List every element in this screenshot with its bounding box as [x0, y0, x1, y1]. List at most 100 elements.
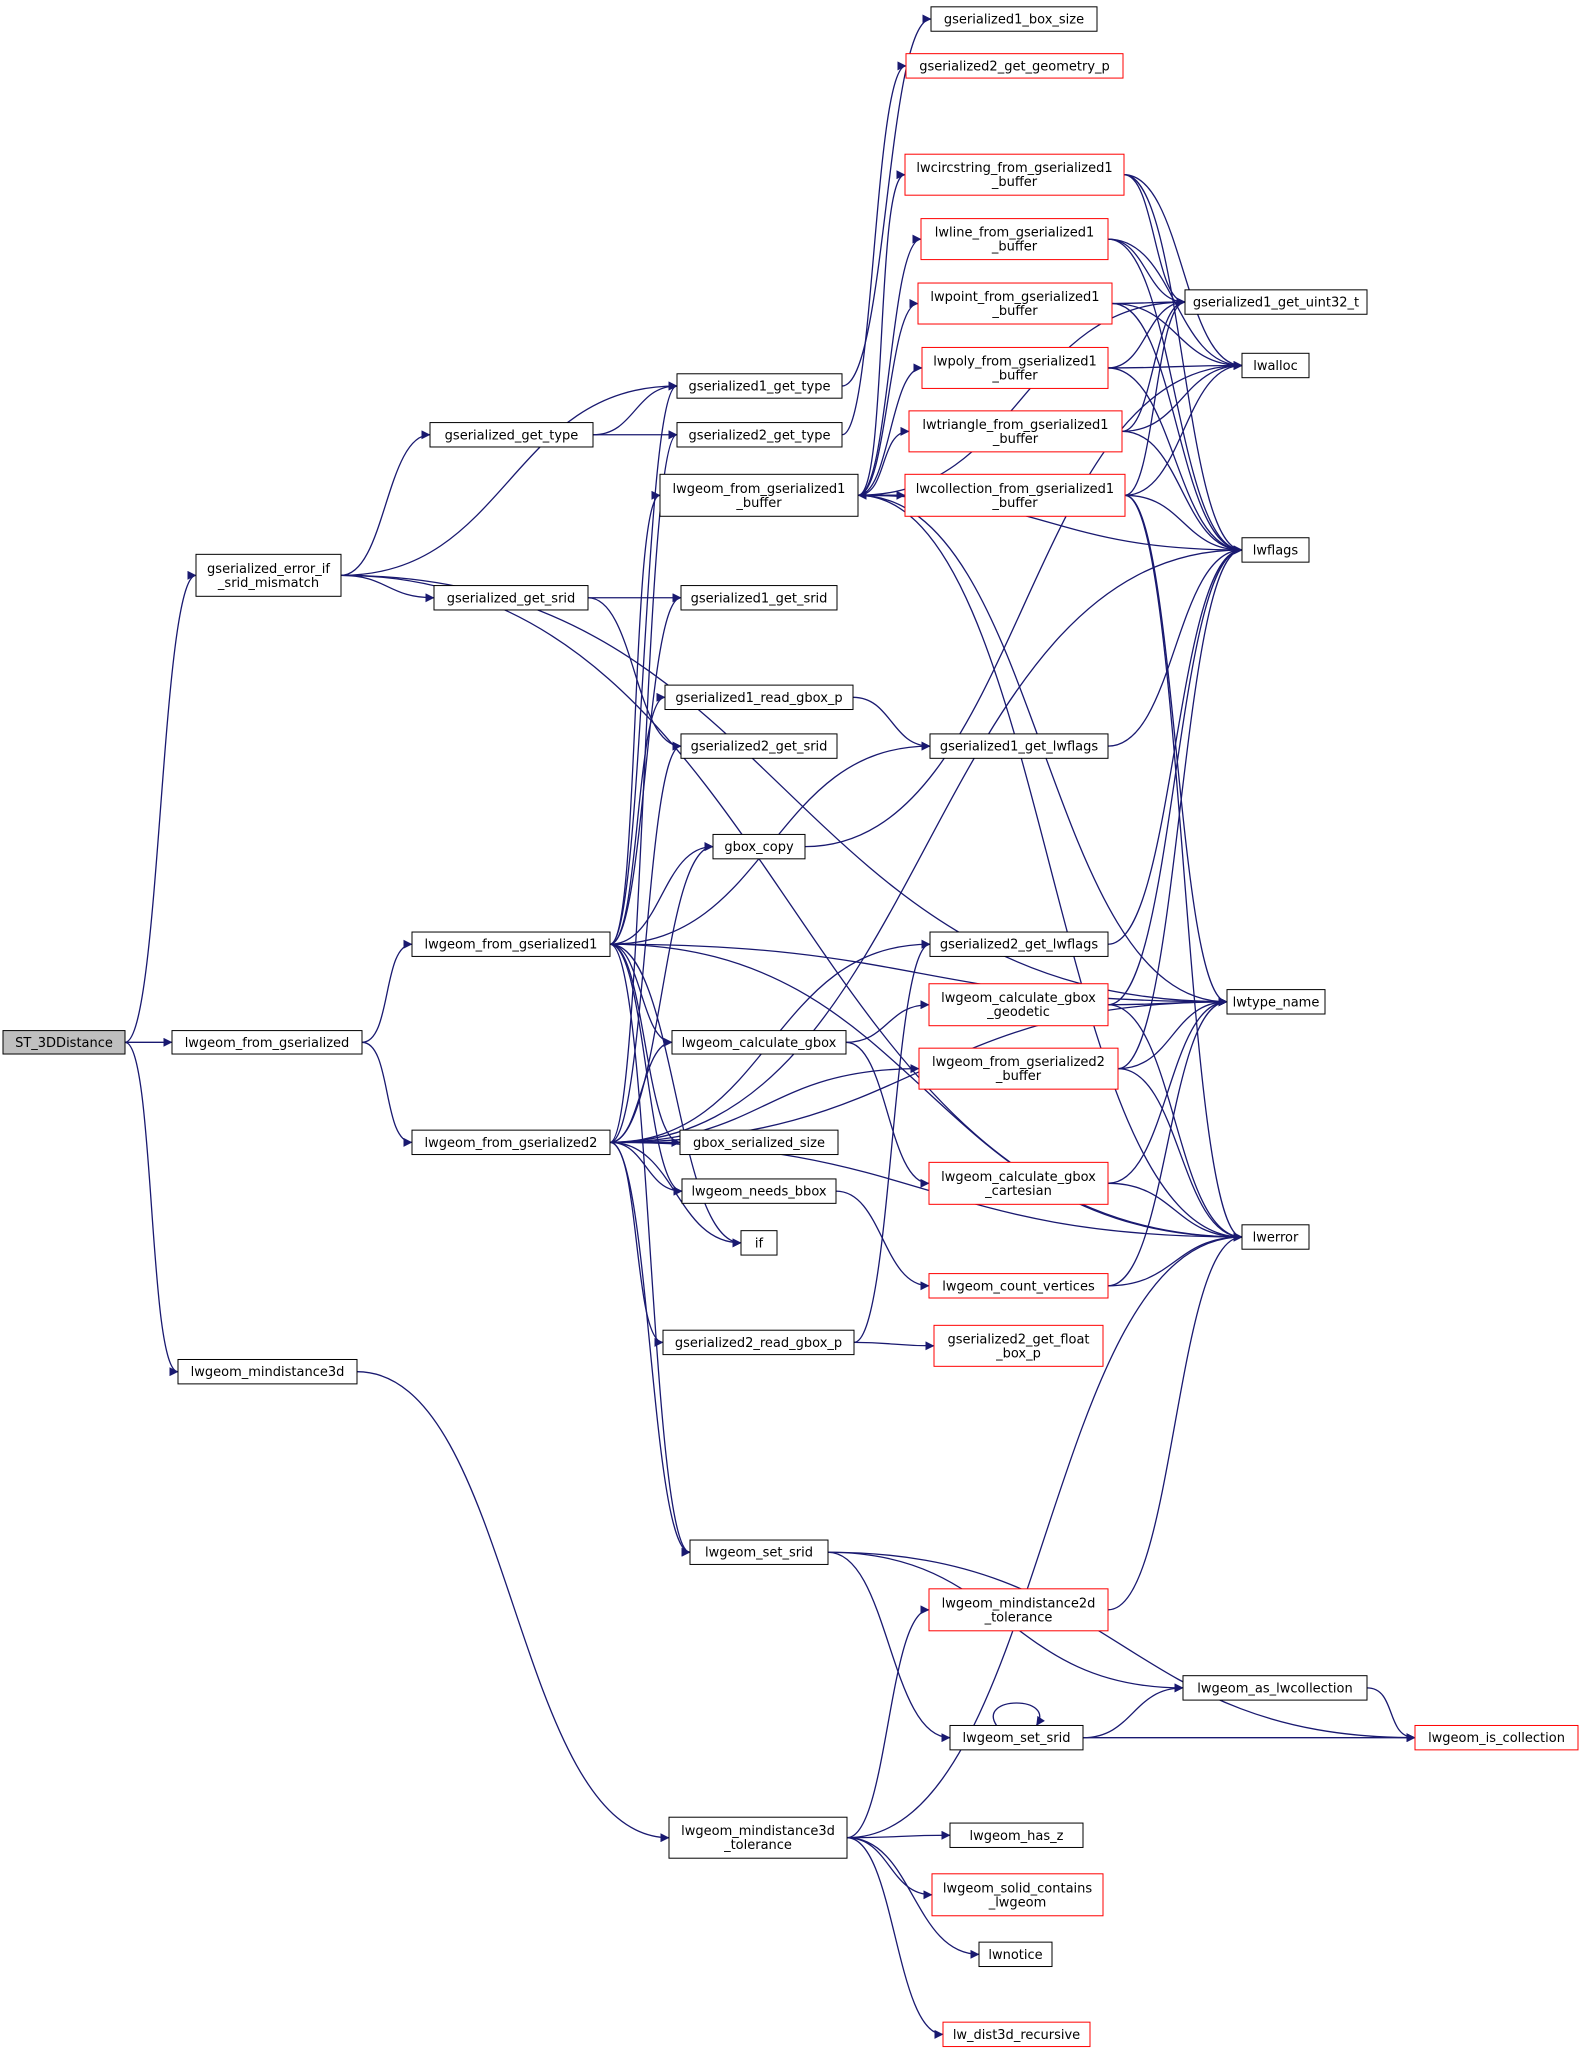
node-lwgeom_has_z[interactable]: lwgeom_has_z — [949, 1822, 1084, 1848]
node-label: _buffer — [991, 304, 1038, 319]
node-label: _cartesian — [984, 1184, 1052, 1199]
edge-lwgeom_mindistance3d_tolerance-to-lwnotice — [846, 1837, 980, 1959]
node-label: _buffer — [991, 368, 1038, 383]
node-label: lwgeom_calculate_gbox — [941, 991, 1096, 1006]
node-gserialized2_read_gbox_p[interactable]: gserialized2_read_gbox_p — [662, 1329, 855, 1356]
node-label: gserialized1_get_lwflags — [940, 740, 1099, 755]
node-lwnotice[interactable]: lwnotice — [978, 1941, 1053, 1968]
node-lwtriangle_from_gserialized1_buffer[interactable]: lwtriangle_from_gserialized1_buffer — [908, 410, 1123, 453]
node-lwgeom_calculate_gbox_cartesian[interactable]: lwgeom_calculate_gbox_cartesian — [928, 1161, 1109, 1205]
node-lwgeom_count_vertices[interactable]: lwgeom_count_vertices — [928, 1273, 1109, 1299]
edge-lwpoly_from_gserialized1_buffer-to-gserialized1_get_uint32_t — [1107, 297, 1186, 369]
node-label: lwgeom_calculate_gbox — [682, 1036, 837, 1051]
edge-gserialized1_read_gbox_p-to-gserialized1_get_lwflags — [852, 696, 931, 751]
node-gserialized1_get_uint32_t[interactable]: gserialized1_get_uint32_t — [1184, 289, 1368, 315]
node-box — [928, 983, 1109, 1027]
node-label: _buffer — [995, 1069, 1042, 1084]
edge-lwgeom_from_gserialized2-to-gserialized2_get_srid — [609, 741, 682, 1143]
edge-lwgeom_from_gserialized2-to-lwgeom_set_srid — [609, 1141, 691, 1557]
node-lwgeom_as_lwcollection[interactable]: lwgeom_as_lwcollection — [1182, 1675, 1368, 1701]
node-lwgeom_set_srid[interactable]: lwgeom_set_srid — [689, 1539, 829, 1565]
node-lwflags[interactable]: lwflags — [1241, 537, 1310, 563]
node-box — [928, 1161, 1109, 1205]
edge-lwgeom_calculate_gbox-to-lwgeom_calculate_gbox_cartesian — [845, 1041, 930, 1188]
node-lwerror[interactable]: lwerror — [1241, 1224, 1310, 1250]
node-label: lwgeom_from_gserialized1 — [673, 482, 846, 497]
node-label: if — [755, 1236, 764, 1251]
node-label: lwcircstring_from_gserialized1 — [916, 161, 1112, 176]
node-lwgeom_needs_bbox[interactable]: lwgeom_needs_bbox — [681, 1178, 837, 1204]
node-label: _lwgeom — [988, 1895, 1047, 1910]
edge-lwcollection_from_gserialized1_buffer-to-lwflags — [1124, 494, 1243, 555]
node-gserialized_error_if_srid_mismatch[interactable]: gserialized_error_if_srid_mismatch — [195, 553, 342, 597]
node-box — [659, 473, 859, 517]
node-lwgeom_set_srid_2[interactable]: lwgeom_set_srid — [949, 1724, 1084, 1751]
edge-lwgeom_from_gserialized1-to-lwgeom_from_gserialized1_buffer — [609, 490, 661, 945]
node-label: gserialized1_box_size — [944, 13, 1084, 28]
node-gserialized_get_srid[interactable]: gserialized_get_srid — [433, 585, 589, 611]
node-lwgeom_from_gserialized[interactable]: lwgeom_from_gserialized — [171, 1030, 363, 1055]
edge-lwgeom_set_srid-to-lwgeom_is_collection — [827, 1551, 1416, 1743]
edge-lwcircstring_from_gserialized1_buffer-to-gserialized1_get_uint32_t — [1123, 174, 1186, 307]
edge-lwcollection_from_gserialized1_buffer-to-lwalloc — [1124, 361, 1243, 496]
node-label: lwerror — [1253, 1231, 1299, 1246]
node-box — [1241, 1224, 1310, 1250]
edge-lwgeom_mindistance3d_tolerance-to-lwerror — [846, 1232, 1243, 1839]
edge-lwgeom_from_gserialized2-to-if — [609, 1141, 742, 1248]
node-gserialized2_get_type[interactable]: gserialized2_get_type — [676, 422, 843, 448]
node-lwgeom_from_gserialized1_buffer[interactable]: lwgeom_from_gserialized1_buffer — [659, 473, 859, 517]
node-gserialized1_box_size[interactable]: gserialized1_box_size — [930, 6, 1098, 32]
edge-lwgeom_mindistance3d_tolerance-to-lwgeom_solid_contains_lwgeom — [846, 1837, 933, 1900]
edge-lwgeom_from_gserialized1-to-gserialized1_read_gbox_p — [609, 692, 666, 945]
node-lwalloc[interactable]: lwalloc — [1241, 352, 1310, 379]
node-lwgeom_from_gserialized2[interactable]: lwgeom_from_gserialized2 — [411, 1129, 611, 1156]
node-lwgeom_from_gserialized2_buffer[interactable]: lwgeom_from_gserialized2_buffer — [918, 1047, 1119, 1090]
node-label: gserialized2_read_gbox_p — [675, 1336, 842, 1351]
node-label: gserialized2_get_type — [689, 428, 831, 443]
node-box — [949, 1724, 1084, 1751]
node-ST_3DDistance[interactable]: ST_3DDistance — [2, 1030, 126, 1055]
edge-lwcollection_from_gserialized1_buffer-to-lwerror — [1124, 494, 1243, 1242]
node-lwgeom_from_gserialized1[interactable]: lwgeom_from_gserialized1 — [411, 931, 611, 957]
node-lwgeom_mindistance3d_tolerance[interactable]: lwgeom_mindistance3d_tolerance — [668, 1816, 848, 1859]
node-gserialized2_get_geometry_p[interactable]: gserialized2_get_geometry_p — [905, 53, 1124, 79]
node-gserialized1_get_type[interactable]: gserialized1_get_type — [676, 373, 843, 399]
edge-lwgeom_from_gserialized-to-lwgeom_from_gserialized2 — [361, 1041, 413, 1147]
node-lwgeom_calculate_gbox[interactable]: lwgeom_calculate_gbox — [671, 1030, 847, 1055]
node-lwpoint_from_gserialized1_buffer[interactable]: lwpoint_from_gserialized1_buffer — [917, 282, 1113, 325]
node-box — [740, 1230, 778, 1256]
node-lwgeom_calculate_gbox_geodetic[interactable]: lwgeom_calculate_gbox_geodetic — [928, 983, 1109, 1027]
node-lwgeom_is_collection[interactable]: lwgeom_is_collection — [1414, 1724, 1579, 1751]
node-label: lwpoint_from_gserialized1 — [930, 290, 1099, 305]
node-lwline_from_gserialized1_buffer[interactable]: lwline_from_gserialized1_buffer — [920, 218, 1109, 261]
node-lw_dist3d_recursive[interactable]: lw_dist3d_recursive — [942, 2021, 1091, 2048]
node-label: lwgeom_mindistance2d — [942, 1596, 1096, 1611]
node-box — [671, 1030, 847, 1055]
node-gserialized2_get_srid[interactable]: gserialized2_get_srid — [680, 733, 838, 759]
node-if[interactable]: if — [740, 1230, 778, 1256]
node-label: gserialized1_get_uint32_t — [1193, 296, 1359, 311]
node-gserialized2_get_float_box_p[interactable]: gserialized2_get_float_box_p — [933, 1324, 1104, 1367]
node-gserialized1_get_lwflags[interactable]: gserialized1_get_lwflags — [929, 733, 1109, 759]
edge-lwcollection_from_gserialized1_buffer-to-gserialized1_get_uint32_t — [1124, 297, 1186, 496]
node-lwgeom_mindistance2d_tolerance[interactable]: lwgeom_mindistance2d_tolerance — [928, 1588, 1109, 1632]
edge-ST_3DDistance-to-gserialized_error_if_srid_mismatch — [124, 570, 197, 1043]
edge-gserialized_error_if_srid_mismatch-to-gserialized_get_srid — [340, 574, 435, 603]
edge-gserialized2_get_type-to-gserialized2_get_geometry_p — [841, 61, 907, 436]
node-lwcollection_from_gserialized1_buffer[interactable]: lwcollection_from_gserialized1_buffer — [904, 473, 1126, 517]
node-gbox_copy[interactable]: gbox_copy — [712, 833, 806, 860]
node-lwpoly_from_gserialized1_buffer[interactable]: lwpoly_from_gserialized1_buffer — [921, 346, 1109, 389]
node-lwtype_name[interactable]: lwtype_name — [1226, 989, 1326, 1015]
node-lwgeom_solid_contains_lwgeom[interactable]: lwgeom_solid_contains_lwgeom — [931, 1873, 1104, 1917]
node-gserialized1_read_gbox_p[interactable]: gserialized1_read_gbox_p — [664, 684, 854, 711]
edge-lwgeom_from_gserialized1-to-gserialized1_get_srid — [609, 593, 682, 945]
node-lwgeom_mindistance3d[interactable]: lwgeom_mindistance3d — [177, 1358, 358, 1385]
edge-lwgeom_from_gserialized1_buffer-to-gserialized1_get_uint32_t — [857, 297, 1186, 496]
node-gserialized1_get_srid[interactable]: gserialized1_get_srid — [680, 585, 838, 611]
node-lwcircstring_from_gserialized1_buffer[interactable]: lwcircstring_from_gserialized1_buffer — [904, 153, 1125, 196]
node-gserialized2_get_lwflags[interactable]: gserialized2_get_lwflags — [929, 931, 1109, 957]
edge-lwgeom_set_srid_2-to-lwgeom_as_lwcollection — [1082, 1683, 1184, 1739]
node-gserialized_get_type[interactable]: gserialized_get_type — [429, 422, 594, 448]
node-gbox_serialized_size[interactable]: gbox_serialized_size — [679, 1129, 839, 1156]
node-label: gserialized1_get_srid — [691, 591, 828, 606]
